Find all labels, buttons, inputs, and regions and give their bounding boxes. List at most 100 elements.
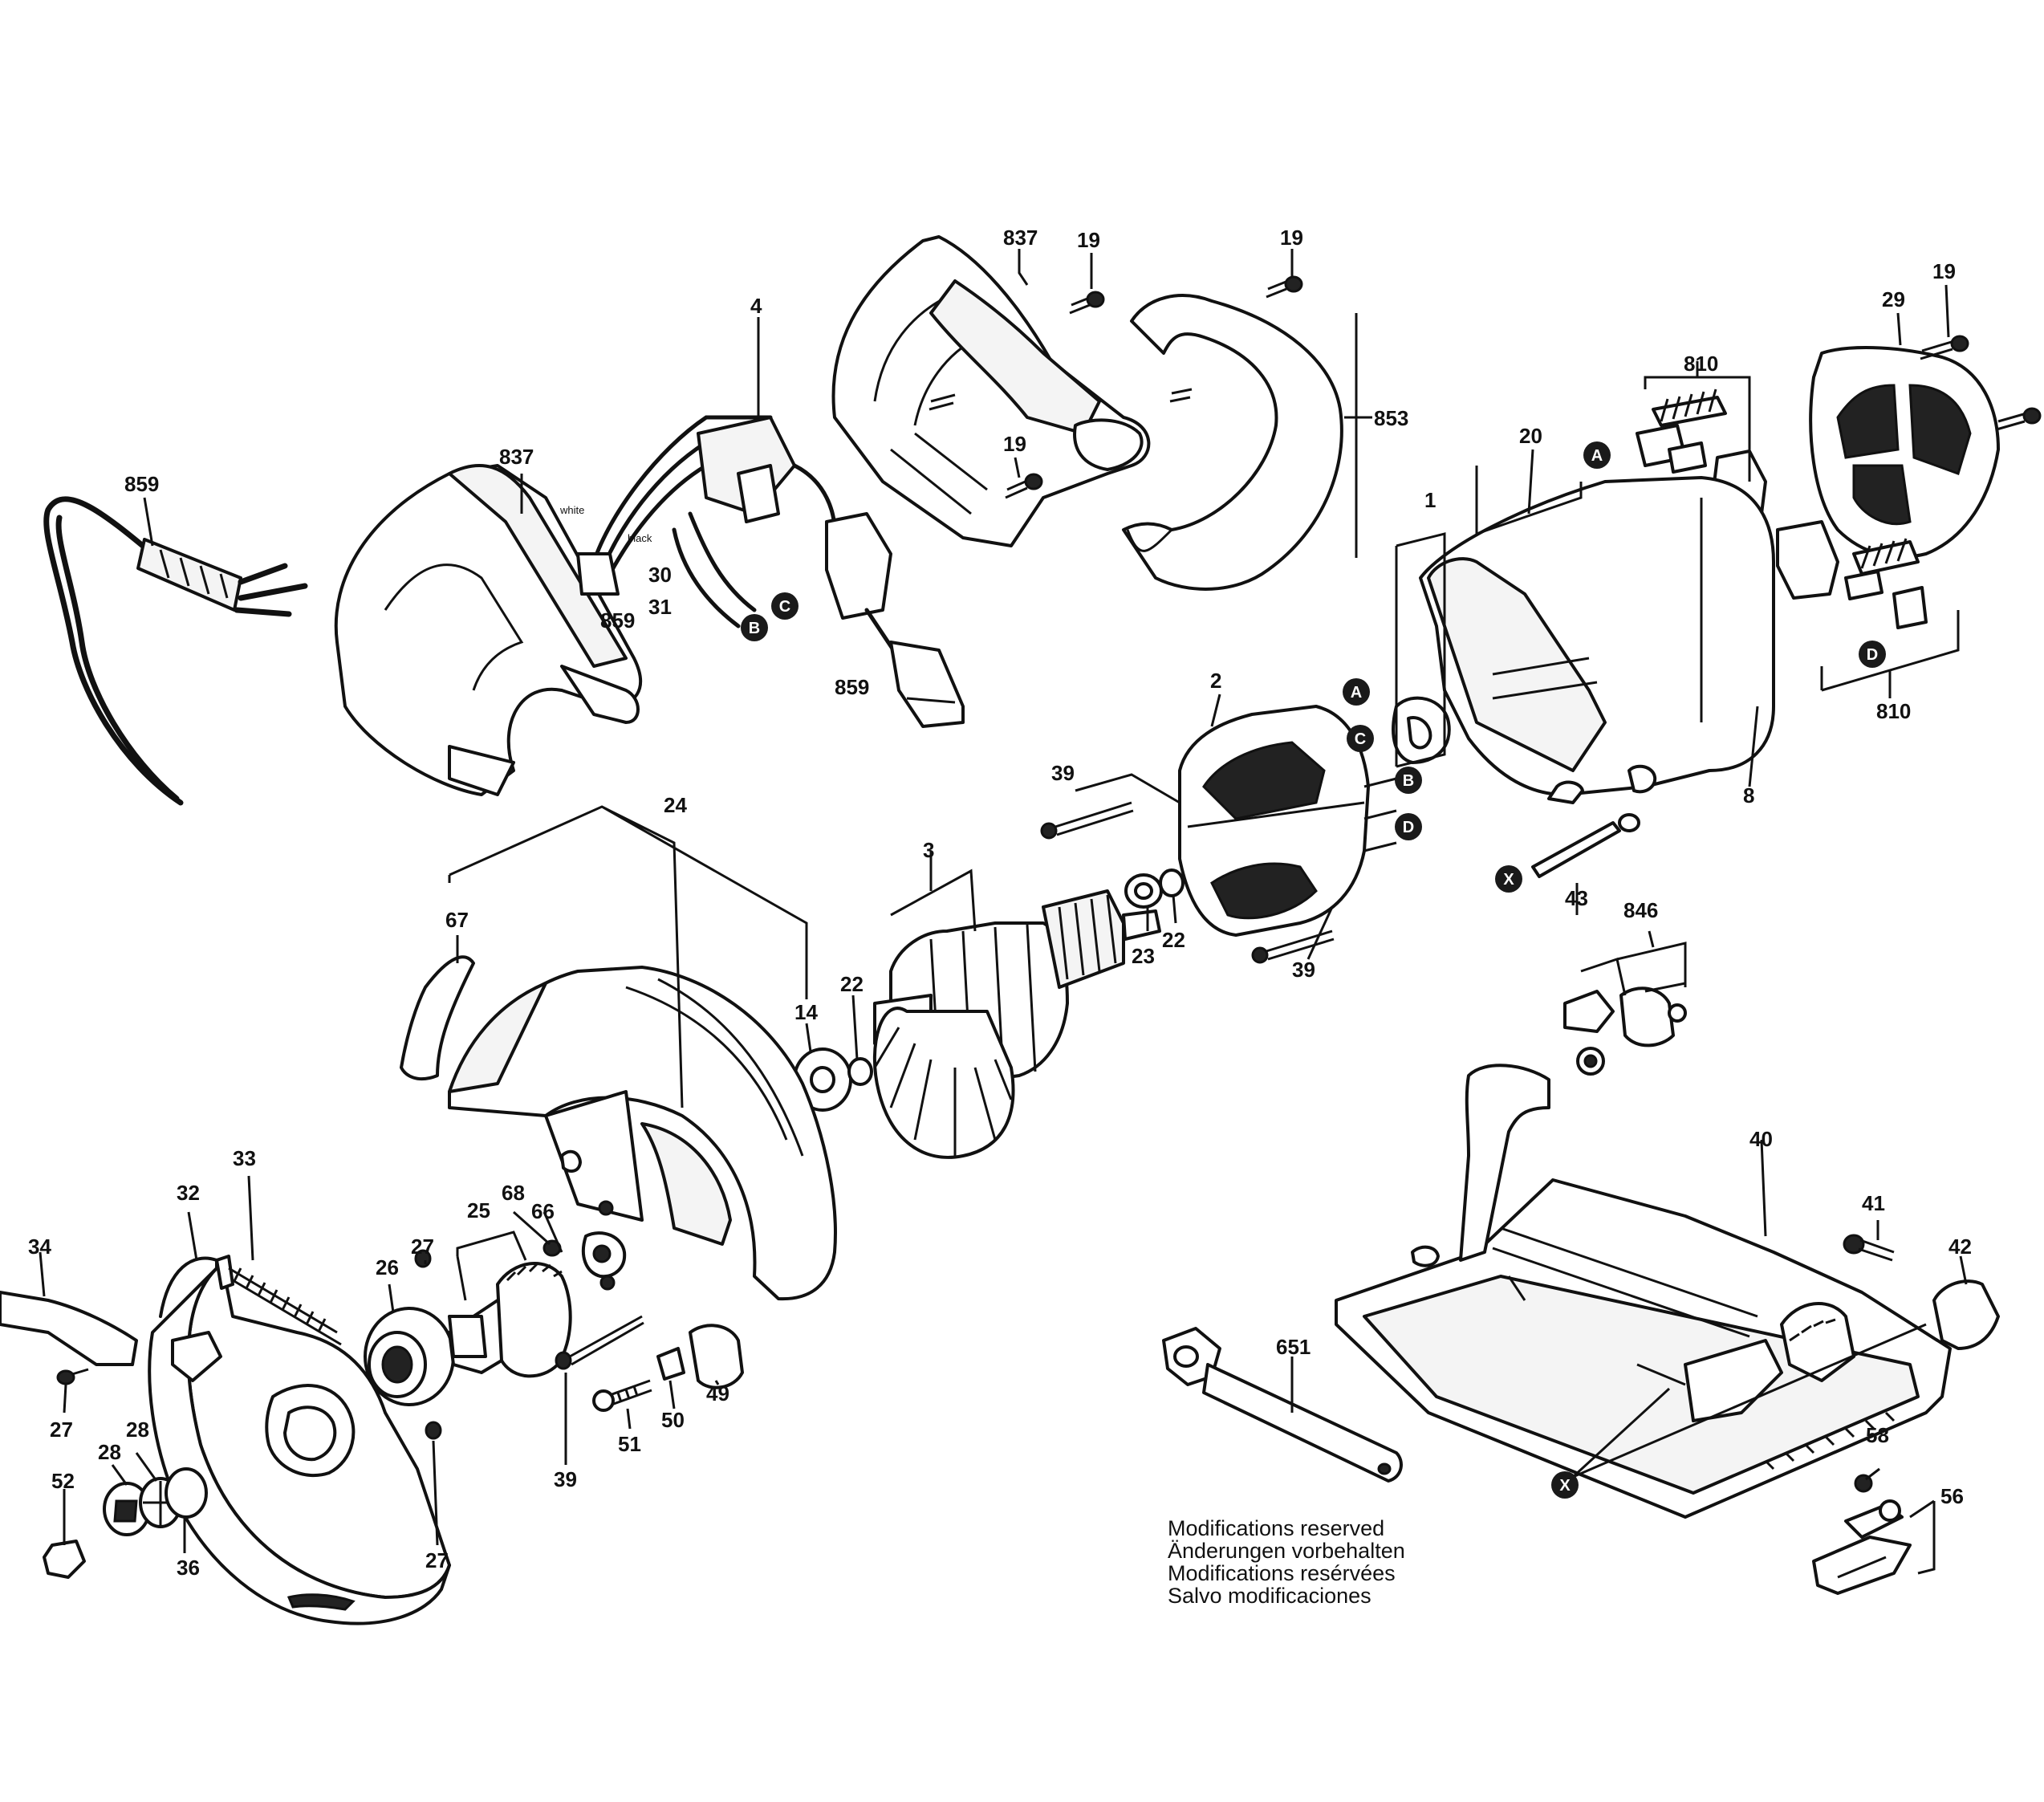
guard-insert-part [400, 955, 475, 1081]
label-30: 30 [648, 563, 672, 587]
label-25: 25 [467, 1198, 490, 1222]
power-cord-part [43, 496, 308, 806]
marker-d-brush: D [1859, 641, 1886, 668]
spanner-wrench-part [1162, 1327, 1403, 1483]
label-837-top: 837 [1003, 226, 1038, 250]
marker-d-stator: D [1395, 813, 1422, 840]
label-40: 40 [1749, 1127, 1773, 1151]
label-22-b: 22 [840, 972, 864, 996]
marker-x-pin: X [1495, 865, 1522, 893]
arbor-shaft-part [448, 1262, 572, 1378]
blade-bolt-part [43, 1467, 208, 1579]
label-28-a: 28 [98, 1440, 121, 1464]
svg-text:D: D [1867, 646, 1878, 664]
marker-x-base: X [1551, 1471, 1579, 1499]
label-837-left: 837 [499, 445, 534, 469]
label-39-c: 39 [554, 1467, 577, 1491]
left-handle-housing-part [334, 464, 643, 796]
label-28-b: 28 [126, 1418, 149, 1442]
label-58: 58 [1866, 1423, 1889, 1447]
label-33: 33 [233, 1146, 256, 1170]
label-27-b: 27 [50, 1418, 73, 1442]
clamp-846-part [1563, 982, 1687, 1076]
stator-field-part [1178, 705, 1397, 937]
label-14: 14 [794, 1000, 818, 1024]
label-19-b: 19 [1280, 226, 1303, 250]
marker-c-wire: C [771, 592, 799, 620]
leader-lines [39, 249, 1968, 1575]
label-39-a: 39 [1051, 761, 1075, 785]
label-36: 36 [177, 1556, 200, 1580]
svg-text:X: X [1559, 1477, 1571, 1495]
label-2: 2 [1210, 669, 1221, 693]
svg-text:X: X [1503, 871, 1514, 889]
label-wire-black: black [628, 532, 652, 544]
label-8: 8 [1743, 783, 1754, 807]
modifications-note: Modifications reserved Änderungen vorbeh… [1168, 1517, 1405, 1607]
screws-27-part [56, 1249, 442, 1440]
label-34: 34 [28, 1235, 51, 1259]
label-19-a: 19 [1077, 228, 1100, 252]
note-line-en: Modifications reserved [1168, 1516, 1385, 1540]
washers-part [1124, 868, 1185, 909]
label-22-a: 22 [1162, 928, 1185, 952]
armature-part [872, 889, 1161, 1159]
label-32: 32 [177, 1181, 200, 1205]
brush-holder-bottom-part [1776, 520, 1928, 629]
top-handle-housing-part [831, 235, 1151, 547]
label-27-a: 27 [411, 1235, 434, 1259]
marker-b-stator: B [1395, 767, 1422, 794]
motor-housing-part [1392, 476, 1775, 804]
label-24: 24 [664, 793, 687, 817]
svg-text:B: B [749, 620, 760, 637]
label-853: 853 [1374, 406, 1408, 430]
end-cap-part [1809, 346, 2000, 559]
marker-a-stator: A [1343, 678, 1370, 706]
svg-text:C: C [779, 598, 790, 616]
label-wire-white: white [559, 504, 584, 516]
switch-wiring-part [576, 415, 965, 728]
marker-c-stator: C [1347, 725, 1374, 752]
label-68: 68 [502, 1181, 525, 1205]
label-846: 846 [1623, 898, 1658, 922]
note-line-es: Salvo modificaciones [1168, 1584, 1371, 1608]
label-1: 1 [1424, 488, 1436, 512]
label-31: 31 [648, 595, 672, 619]
base-plate-part [1335, 1064, 1952, 1519]
label-23: 23 [1132, 944, 1155, 968]
flange-part [364, 1307, 455, 1406]
label-39-b: 39 [1292, 958, 1315, 982]
label-651: 651 [1276, 1335, 1311, 1359]
svg-text:C: C [1355, 730, 1366, 748]
label-3: 3 [923, 838, 934, 862]
label-859-cord: 859 [124, 472, 159, 496]
label-859-plug: 859 [835, 675, 869, 699]
label-26: 26 [376, 1255, 399, 1279]
part-labels: 859 837 4 white black 859 30 31 859 837 … [28, 226, 1972, 1580]
svg-text:B: B [1403, 772, 1414, 790]
label-56: 56 [1940, 1484, 1964, 1508]
guard-lever-part [0, 1291, 138, 1366]
label-50: 50 [661, 1408, 685, 1432]
svg-text:A: A [1591, 447, 1603, 465]
label-810-top: 810 [1684, 352, 1718, 376]
bearing-66-part [542, 1200, 627, 1291]
label-20: 20 [1519, 424, 1542, 448]
brush-holder-top-part [1636, 388, 1767, 519]
label-66: 66 [531, 1199, 555, 1223]
knob-screw-part [1843, 1234, 2000, 1350]
depth-lever-part [1812, 1474, 1912, 1595]
marker-b-wire: B [741, 614, 768, 641]
label-27-c: 27 [425, 1548, 449, 1572]
label-43: 43 [1565, 886, 1588, 910]
label-859-terminal: 859 [600, 608, 635, 633]
label-810-bottom: 810 [1876, 699, 1911, 723]
label-67: 67 [445, 908, 469, 932]
connection-markers: A A C C B B D D [741, 441, 1886, 1499]
label-19-c: 19 [1932, 259, 1956, 283]
svg-text:D: D [1403, 819, 1414, 836]
spring-part [215, 1255, 342, 1346]
label-52: 52 [51, 1469, 75, 1493]
label-19-d: 19 [1003, 432, 1026, 456]
